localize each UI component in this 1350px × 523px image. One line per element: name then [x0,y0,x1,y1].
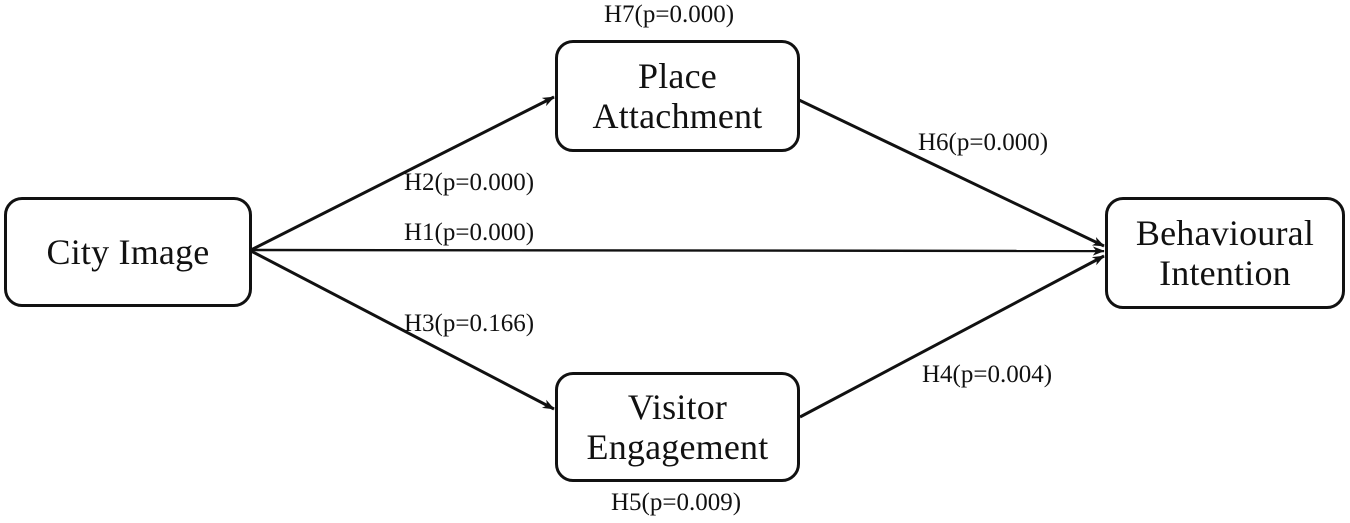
path-line-h6 [798,98,1105,248]
node-behavioural-intention-label: Behavioural Intention [1135,212,1315,293]
path-label-h6: H6(p=0.000) [918,129,1049,156]
path-line-h1 [250,246,1105,256]
node-city-image-label: City Image [46,231,210,272]
path-label-h3: H3(p=0.166) [404,310,535,337]
path-line-h4 [799,254,1105,419]
path-label-h2: H2(p=0.000) [404,169,535,196]
node-visitor-engagement[interactable]: Visitor Engagement [555,372,800,482]
path-label-h4: H4(p=0.004) [922,361,1053,388]
node-place-attachment[interactable]: Place Attachment [555,40,800,152]
node-behavioural-intention[interactable]: Behavioural Intention [1105,197,1345,309]
path-label-h5: H5(p=0.009) [611,489,742,516]
node-visitor-engagement-label: Visitor Engagement [586,386,769,467]
path-label-h1: H1(p=0.000) [404,219,535,246]
node-place-attachment-label: Place Attachment [592,55,763,136]
path-line-h3 [250,249,555,411]
node-city-image[interactable]: City Image [4,197,252,307]
path-label-h7: H7(p=0.000) [604,1,735,28]
path-line-h2 [250,95,555,252]
